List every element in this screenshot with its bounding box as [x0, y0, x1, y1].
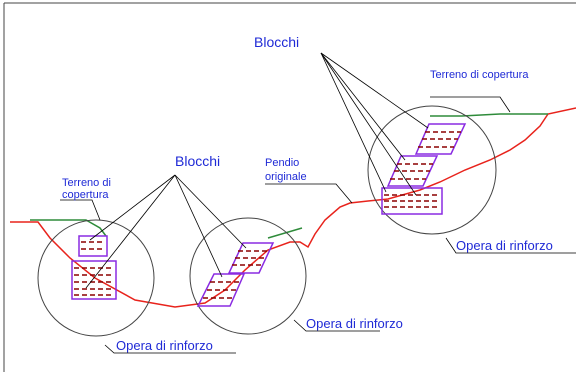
- blocks-label-top: Blocchi: [254, 34, 299, 50]
- block-group-right: [381, 123, 467, 215]
- block-left-bottom: [71, 260, 117, 300]
- blocks-label-middle: Blocchi: [175, 153, 220, 169]
- block-middle-top: [227, 242, 275, 274]
- reinforcement-label-left: Opera di rinforzo: [116, 338, 213, 353]
- cover-soil-middle-line: [267, 227, 303, 239]
- cover-soil-right-line: [430, 113, 548, 117]
- cover-soil-label-right: Terreno di copertura: [430, 69, 529, 81]
- leader-lines: [60, 52, 576, 354]
- block-right-middle: [386, 155, 439, 187]
- original-slope-label-line2: originale: [265, 171, 307, 183]
- cover-soil-left-line: [30, 219, 107, 237]
- ground-profile-line: [10, 107, 576, 308]
- block-group-middle: [196, 242, 275, 307]
- original-slope-label-line1: Pendio: [265, 157, 299, 169]
- block-left-top: [78, 235, 108, 257]
- block-right-top: [414, 123, 467, 155]
- cover-soil-label-left-line2: copertura: [62, 189, 109, 201]
- block-middle-bottom: [196, 273, 246, 307]
- cover-soil-label-left-line1: Terreno di: [62, 177, 111, 189]
- reinforcement-label-middle: Opera di rinforzo: [306, 316, 403, 331]
- detail-circle-right: [367, 105, 497, 235]
- block-right-bottom: [381, 187, 443, 215]
- block-group-left: [71, 235, 117, 300]
- detail-circle-left: [37, 219, 155, 337]
- reinforcement-label-right: Opera di rinforzo: [456, 238, 553, 253]
- detail-circle-middle: [189, 217, 307, 335]
